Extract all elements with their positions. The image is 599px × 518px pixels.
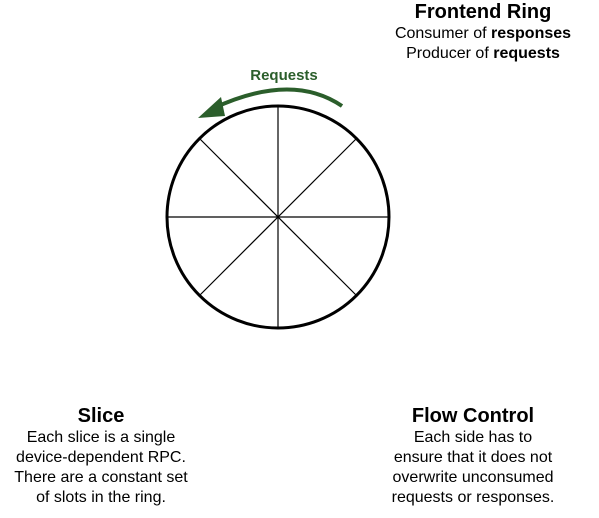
consumer-prefix: Consumer of <box>394 25 491 42</box>
producer-prefix: Producer of <box>406 45 494 62</box>
frontend-producer-line: Producer of requests <box>380 44 586 64</box>
frontend-consumer-line: Consumer of responses <box>380 24 586 44</box>
slice-divider-line <box>199 138 357 296</box>
flow-control-line: overwrite unconsumed <box>392 469 554 486</box>
flow-control-title: Flow Control <box>411 405 535 427</box>
slice-line: Each slice is a single <box>26 429 176 446</box>
ring-slice-dividers <box>167 106 389 328</box>
producer-bold: requests <box>493 45 560 62</box>
flow-control-line: Each side has to <box>413 429 533 446</box>
requests-arrow-shaft <box>213 87 344 110</box>
requests-arrow-label: Requests <box>250 67 318 84</box>
consumer-bold: responses <box>491 25 572 42</box>
flow-control-line: ensure that it does not <box>393 449 553 466</box>
slice-line: device-dependent RPC. <box>16 449 186 466</box>
slice-title: Slice <box>77 405 125 427</box>
flow-control-line: requests or responses. <box>391 489 555 506</box>
slice-line: of slots in the ring. <box>36 489 166 506</box>
frontend-ring-title: Frontend Ring <box>414 1 552 23</box>
frontend-ring-description: Frontend Ring Consumer of responses Prod… <box>380 0 586 64</box>
requests-arrow-head <box>198 97 225 118</box>
slice-line: There are a constant set <box>14 469 188 486</box>
slice-description: Slice Each slice is a single device-depe… <box>0 404 204 508</box>
flow-control-description: Flow Control Each side has to ensure tha… <box>370 404 576 508</box>
